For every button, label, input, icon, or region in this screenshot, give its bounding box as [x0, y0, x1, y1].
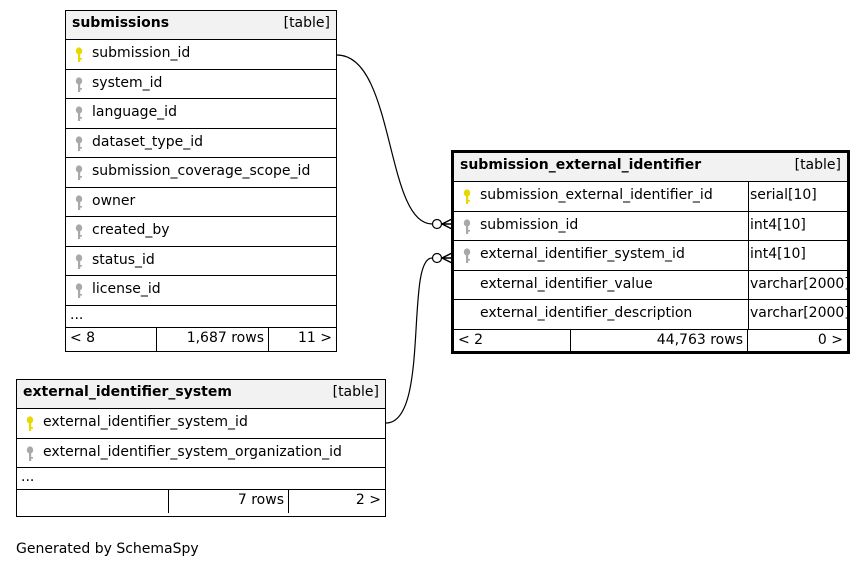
foreign-key-icon: [74, 165, 84, 181]
column-name: owner: [92, 192, 136, 209]
column-row[interactable]: submission_id: [66, 40, 336, 70]
column-divider: [748, 270, 749, 299]
column-name: license_id: [92, 281, 161, 297]
table-header: submissions [table]: [66, 11, 336, 40]
column-row[interactable]: dataset_type_id: [66, 129, 336, 158]
table-type-label: [table]: [332, 384, 379, 400]
foreign-key-icon: [74, 135, 84, 152]
column-row[interactable]: external_identifier_system_organization_…: [17, 439, 385, 468]
column-row[interactable]: system_id: [66, 70, 336, 99]
table-footer: < 8 1,687 rows 11 >: [66, 327, 336, 351]
column-name: submission_id: [480, 216, 579, 233]
table-type-label: [table]: [283, 15, 330, 31]
column-name: external_identifier_value: [480, 275, 653, 292]
table-header: submission_external_identifier [table]: [454, 153, 847, 182]
table-submissions[interactable]: submissions [table] submission_id system_…: [65, 10, 337, 352]
column-name: submission_id: [92, 45, 191, 61]
table-type-label: [table]: [794, 157, 841, 173]
column-row[interactable]: license_id: [66, 276, 336, 306]
row-count: 44,763 rows: [571, 329, 748, 353]
primary-key-icon: [25, 416, 35, 432]
column-row[interactable]: submission_coverage_scope_id: [66, 158, 336, 188]
relationship-submissions-to-sei: [336, 54, 433, 225]
no-key-icon: [462, 307, 472, 323]
foreign-key-icon: [74, 76, 84, 93]
column-row[interactable]: language_id: [66, 99, 336, 129]
optional-marker-icon: [431, 218, 443, 230]
column-divider: [748, 182, 749, 211]
column-name: external_identifier_description: [480, 305, 693, 321]
column-row[interactable]: external_identifier_system_id int4[10]: [454, 241, 847, 271]
column-name: submission_external_identifier_id: [480, 187, 713, 203]
foreign-key-icon: [462, 218, 472, 235]
crowfoot-icon: [441, 252, 453, 264]
parents-link[interactable]: < 8: [66, 327, 157, 351]
column-divider: [748, 211, 749, 240]
primary-key-icon: [462, 189, 472, 205]
column-list: submission_external_identifier_id serial[…: [454, 182, 850, 330]
optional-marker-icon: [431, 252, 443, 264]
column-row[interactable]: created_by: [66, 217, 336, 247]
column-row[interactable]: external_identifier_value varchar[2000]: [454, 270, 850, 300]
children-link[interactable]: 2 >: [355, 492, 381, 508]
children-link[interactable]: 0 >: [817, 331, 843, 348]
column-name: created_by: [92, 222, 170, 238]
row-count: 1,687 rows: [157, 327, 269, 351]
column-type: serial[10]: [750, 187, 817, 203]
column-row[interactable]: submission_external_identifier_id serial[…: [454, 182, 847, 212]
table-external-identifier-system[interactable]: external_identifier_system [table] exter…: [16, 379, 386, 517]
column-name: external_identifier_system_id: [43, 414, 248, 430]
foreign-key-icon: [74, 253, 84, 270]
table-footer: < 2 44,763 rows 0 >: [454, 329, 847, 353]
foreign-key-icon: [74, 283, 84, 299]
column-divider: [748, 300, 749, 329]
column-type: varchar[2000]: [750, 275, 850, 292]
column-name: language_id: [92, 104, 177, 120]
column-row[interactable]: submission_id int4[10]: [454, 211, 847, 241]
column-name: system_id: [92, 74, 163, 91]
column-row[interactable]: external_identifier_description varchar[2…: [454, 300, 850, 330]
column-name: submission_coverage_scope_id: [92, 163, 311, 179]
primary-key-icon: [74, 47, 84, 63]
column-type: int4[10]: [750, 246, 806, 262]
foreign-key-icon: [74, 106, 84, 122]
foreign-key-icon: [74, 224, 84, 240]
more-columns: ...: [17, 468, 385, 490]
crowfoot-icon: [441, 218, 453, 230]
table-name: external_identifier_system: [23, 384, 232, 400]
generated-by-label: Generated by SchemaSpy: [16, 541, 199, 557]
column-divider: [748, 241, 749, 270]
column-name: external_identifier_system_id: [480, 246, 685, 262]
foreign-key-icon: [25, 445, 35, 462]
more-columns: ...: [66, 306, 336, 328]
column-type: int4[10]: [750, 216, 806, 233]
no-key-icon: [462, 278, 472, 294]
column-type: varchar[2000]: [750, 305, 850, 321]
foreign-key-icon: [74, 194, 84, 211]
table-submission-external-identifier[interactable]: submission_external_identifier [table] s…: [451, 150, 850, 354]
column-list: external_identifier_system_id external_id…: [17, 409, 385, 468]
column-name: status_id: [92, 251, 155, 268]
parents-link[interactable]: [17, 490, 169, 513]
parents-link[interactable]: < 2: [454, 329, 571, 353]
row-count: 7 rows: [169, 490, 289, 513]
column-row[interactable]: external_identifier_system_id: [17, 409, 385, 439]
column-name: external_identifier_system_organization_…: [43, 443, 342, 460]
relationship-eis-to-sei: [385, 257, 433, 424]
table-footer: 7 rows 2 >: [17, 490, 385, 513]
table-name: submissions: [72, 15, 170, 31]
column-row[interactable]: status_id: [66, 247, 336, 276]
table-header: external_identifier_system [table]: [17, 380, 385, 409]
column-name: dataset_type_id: [92, 133, 203, 150]
children-link[interactable]: 11 >: [298, 329, 332, 346]
column-row[interactable]: owner: [66, 188, 336, 217]
table-name: submission_external_identifier: [460, 157, 702, 173]
foreign-key-icon: [462, 248, 472, 264]
